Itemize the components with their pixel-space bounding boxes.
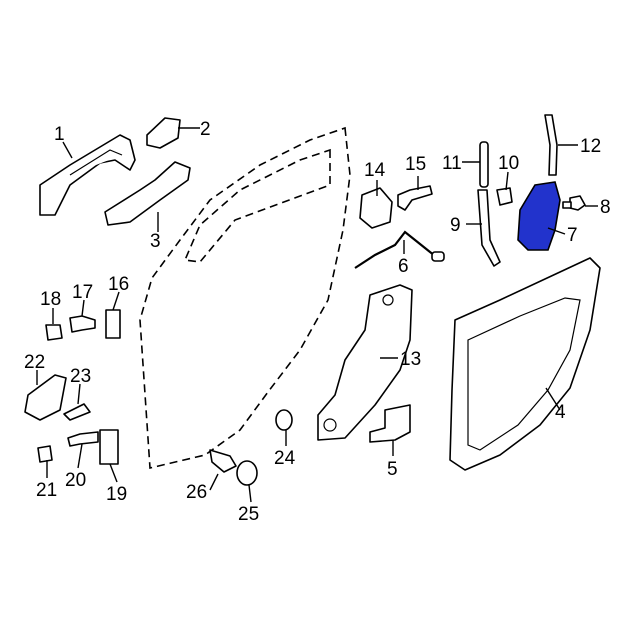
part-20-bolt[interactable] [67, 431, 99, 447]
part-19-pad[interactable] [99, 429, 119, 465]
callout-18: 18 [40, 289, 61, 310]
callout-21: 21 [36, 480, 57, 501]
part-2-handle-cap[interactable] [146, 117, 181, 149]
part-11-rod[interactable] [479, 141, 489, 188]
part-24-grommet[interactable] [275, 409, 293, 431]
part-13-window-regulator[interactable] [317, 284, 413, 441]
part-25-cap[interactable] [236, 460, 258, 486]
callout-12: 12 [580, 136, 601, 157]
callout-10: 10 [498, 153, 519, 174]
part-17-bolt[interactable] [69, 315, 96, 333]
callout-6: 6 [398, 256, 409, 277]
callout-25: 25 [238, 504, 259, 525]
callout-11: 11 [442, 153, 462, 174]
part-15-bolt[interactable] [397, 185, 433, 211]
callout-19: 19 [106, 484, 127, 505]
part-12-cable[interactable] [544, 114, 558, 176]
part-4-trim-panel[interactable] [449, 257, 601, 471]
callout-24: 24 [274, 448, 296, 469]
part-9-cable[interactable] [477, 189, 501, 267]
part-8-screw[interactable] [562, 195, 586, 211]
callout-14: 14 [364, 160, 386, 181]
part-10-clip[interactable] [496, 187, 513, 206]
callout-1: 1 [54, 124, 65, 145]
callout-20: 20 [65, 470, 86, 491]
part-14-bracket[interactable] [359, 187, 393, 229]
callout-16: 16 [108, 274, 129, 295]
door-outline [139, 126, 351, 469]
callout-2: 2 [200, 119, 211, 140]
part-1-outside-handle[interactable] [39, 134, 136, 216]
callout-4: 4 [555, 402, 566, 423]
callout-7: 7 [567, 225, 578, 246]
callout-17: 17 [72, 282, 93, 303]
part-21-nut[interactable] [37, 445, 53, 463]
part-5-bracket[interactable] [369, 404, 411, 443]
callout-8: 8 [600, 197, 611, 218]
part-23-bolt[interactable] [63, 403, 91, 421]
callout-3: 3 [150, 231, 161, 252]
callout-23: 23 [70, 366, 91, 387]
callout-labels: 1 2 3 4 5 6 7 8 9 10 11 12 13 14 15 16 1… [24, 119, 611, 525]
part-6-rod[interactable] [354, 230, 445, 269]
part-22-striker[interactable] [24, 374, 67, 421]
part-3-handle-frame[interactable] [104, 161, 191, 226]
part-18-nut[interactable] [45, 324, 63, 341]
callout-5: 5 [387, 459, 398, 480]
callout-26: 26 [186, 482, 207, 503]
part-16-pad[interactable] [105, 309, 121, 339]
callout-9: 9 [450, 215, 461, 236]
part-26-clip[interactable] [209, 449, 237, 473]
callout-15: 15 [405, 154, 426, 175]
callout-13: 13 [400, 349, 421, 370]
leader-lines [36, 127, 598, 503]
callout-22: 22 [24, 352, 45, 373]
part-7-door-latch[interactable] [517, 181, 561, 251]
